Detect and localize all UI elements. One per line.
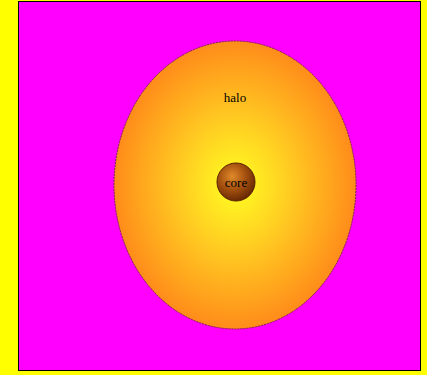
core-node: core [216, 162, 256, 202]
region-label: halo [224, 90, 246, 105]
halo-region: halo core [113, 40, 357, 330]
core-label: core [225, 175, 247, 190]
halo-ellipse [114, 41, 356, 329]
core-circle [217, 163, 255, 201]
magenta-panel [19, 2, 421, 371]
